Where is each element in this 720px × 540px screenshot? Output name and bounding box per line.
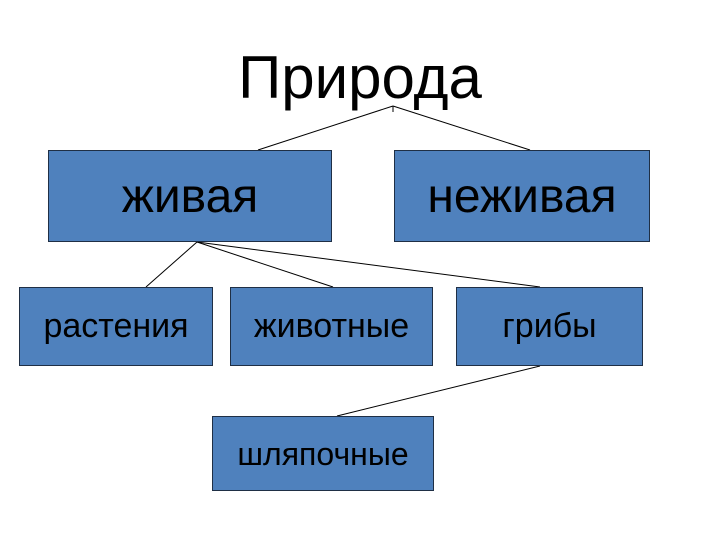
- node-rasteniya-label: растения: [43, 307, 189, 345]
- node-griby-label: грибы: [502, 307, 597, 345]
- diagram-title: Природа: [238, 44, 482, 111]
- node-nezhivaya-label: неживая: [427, 169, 617, 223]
- node-rasteniya: растения: [19, 287, 213, 366]
- connector-title-to-nezhivaya: [392, 105, 531, 151]
- node-zhivotnye: животные: [230, 287, 433, 366]
- node-zhivaya-label: живая: [121, 169, 259, 223]
- connector-zhivaya-to-griby: [196, 241, 541, 288]
- node-nezhivaya: неживая: [394, 150, 650, 242]
- connector-zhivaya-to-rasteniya: [145, 241, 198, 288]
- connector-title-to-zhivaya: [257, 105, 394, 151]
- node-zhivotnye-label: животные: [253, 307, 410, 345]
- node-shlyapochnye: шляпочные: [212, 416, 434, 491]
- connector-griby-to-shlyapochnye: [336, 365, 541, 417]
- node-shlyapochnye-label: шляпочные: [237, 435, 409, 472]
- node-griby: грибы: [456, 287, 643, 366]
- connector-zhivaya-to-zhivotnye: [196, 241, 334, 288]
- node-zhivaya: живая: [48, 150, 332, 242]
